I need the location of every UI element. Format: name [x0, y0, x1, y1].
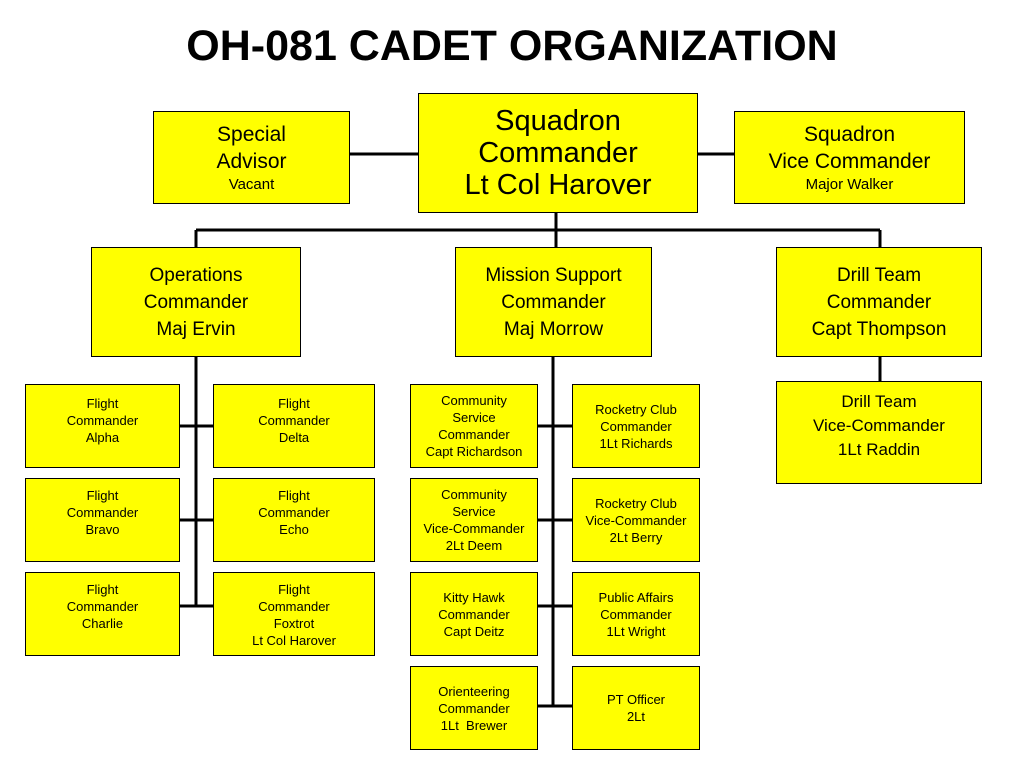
box-line: Operations — [149, 264, 243, 286]
box-line: Maj Morrow — [503, 318, 604, 340]
box-line: Capt Richardson — [425, 444, 523, 459]
box-line: Flight — [86, 396, 119, 411]
flight-delta-box: Flight Commander Delta — [213, 384, 375, 468]
box-line: Delta — [278, 430, 310, 445]
box-line: Flight — [86, 582, 119, 597]
box-line: Public Affairs — [598, 589, 674, 605]
box-line: Bravo — [85, 522, 120, 537]
box-line: Vice Commander — [768, 150, 931, 173]
box-line: Drill Team — [841, 391, 917, 411]
squadron-commander-box: Squadron Commander Lt Col Harover — [418, 93, 698, 213]
drill-team-vice-commander-box: Drill Team Vice-Commander 1Lt Raddin — [776, 381, 982, 484]
box-line: Charlie — [81, 616, 124, 631]
box-line: 1Lt Wright — [606, 623, 666, 639]
flight-foxtrot-box: Flight Commander Foxtrot Lt Col Harover — [213, 572, 375, 656]
box-line: Service — [452, 410, 496, 425]
box-line: Community — [441, 393, 507, 408]
rocketry-club-commander-box: Rocketry Club Commander 1Lt Richards — [572, 384, 700, 468]
flight-alpha-box: Flight Commander Alpha — [25, 384, 180, 468]
box-line: Commander — [258, 599, 330, 614]
box-line: Lt Col Harover — [252, 633, 336, 648]
flight-echo-box: Flight Commander Echo — [213, 478, 375, 562]
box-line: Vice-Commander — [585, 512, 687, 528]
box-line: Alpha — [85, 430, 120, 445]
squadron-vice-commander-box: Squadron Vice Commander Major Walker — [734, 111, 965, 204]
box-line: Capt Thompson — [811, 318, 947, 340]
box-line: Commander — [826, 291, 932, 313]
box-line: Rocketry Club — [595, 401, 677, 417]
box-line: Vice-Commander — [423, 521, 525, 536]
box-line: Kitty Hawk — [443, 589, 505, 605]
box-line: Echo — [279, 522, 309, 537]
rocketry-club-vice-commander-box: Rocketry Club Vice-Commander 2Lt Berry — [572, 478, 700, 562]
box-line: 1Lt Brewer — [440, 717, 508, 733]
box-line: Orienteering — [438, 683, 510, 699]
public-affairs-commander-box: Public Affairs Commander 1Lt Wright — [572, 572, 700, 656]
box-line: Commander — [258, 505, 330, 520]
drill-team-commander-box: Drill Team Commander Capt Thompson — [776, 247, 982, 357]
box-line: Capt Deitz — [443, 623, 505, 639]
operations-commander-box: Operations Commander Maj Ervin — [91, 247, 301, 357]
box-line: Foxtrot — [273, 616, 315, 631]
box-line: Commander — [600, 418, 672, 434]
box-line: Vice-Commander — [813, 415, 945, 435]
box-line: 2Lt Deem — [445, 538, 503, 553]
box-line: Rocketry Club — [595, 495, 677, 511]
box-line: Flight — [86, 488, 119, 503]
box-line: Commander — [143, 291, 249, 313]
box-line: Advisor — [216, 150, 287, 173]
box-line: Drill Team — [836, 264, 922, 286]
box-line: 1Lt Raddin — [837, 439, 921, 459]
box-line: Flight — [278, 582, 310, 597]
box-line: Mission Support — [485, 264, 622, 286]
box-line: Squadron — [803, 123, 896, 146]
box-line: Maj Ervin — [156, 318, 236, 340]
flight-charlie-box: Flight Commander Charlie — [25, 572, 180, 656]
page-title: OH-081 CADET ORGANIZATION — [186, 22, 838, 70]
box-line: Commander — [258, 413, 330, 428]
box-line: Lt Col Harover — [464, 169, 652, 201]
orienteering-commander-box: Orienteering Commander 1Lt Brewer — [410, 666, 538, 750]
box-line: Commander — [438, 606, 510, 622]
box-line: Commander — [438, 700, 510, 716]
box-line: Flight — [278, 396, 310, 411]
box-line: PT Officer — [606, 692, 666, 707]
box-line: Commander — [438, 427, 510, 442]
box-line: Squadron — [495, 105, 621, 137]
kitty-hawk-commander-box: Kitty Hawk Commander Capt Deitz — [410, 572, 538, 656]
community-service-commander-box: Community Service Commander Capt Richard… — [410, 384, 538, 468]
box-line: Commander — [600, 606, 672, 622]
box-line: Vacant — [228, 176, 275, 193]
box-line: Flight — [278, 488, 310, 503]
box-line: Commander — [66, 505, 139, 520]
box-line: Special — [217, 123, 286, 146]
special-advisor-box: Special Advisor Vacant — [153, 111, 350, 204]
box-line: 2Lt Berry — [609, 529, 663, 545]
community-service-vice-commander-box: Community Service Vice-Commander 2Lt Dee… — [410, 478, 538, 562]
box-line: 1Lt Richards — [599, 435, 673, 451]
pt-officer-box: PT Officer 2Lt — [572, 666, 700, 750]
box-line: 2Lt — [626, 709, 646, 724]
box-line: Community — [441, 487, 507, 502]
box-line: Commander — [66, 599, 139, 614]
mission-support-commander-box: Mission Support Commander Maj Morrow — [455, 247, 652, 357]
box-line: Commander — [501, 291, 606, 313]
box-line: Service — [452, 504, 496, 519]
box-line: Commander — [66, 413, 139, 428]
box-line: Commander — [478, 137, 638, 169]
box-line: Major Walker — [805, 176, 894, 193]
flight-bravo-box: Flight Commander Bravo — [25, 478, 180, 562]
